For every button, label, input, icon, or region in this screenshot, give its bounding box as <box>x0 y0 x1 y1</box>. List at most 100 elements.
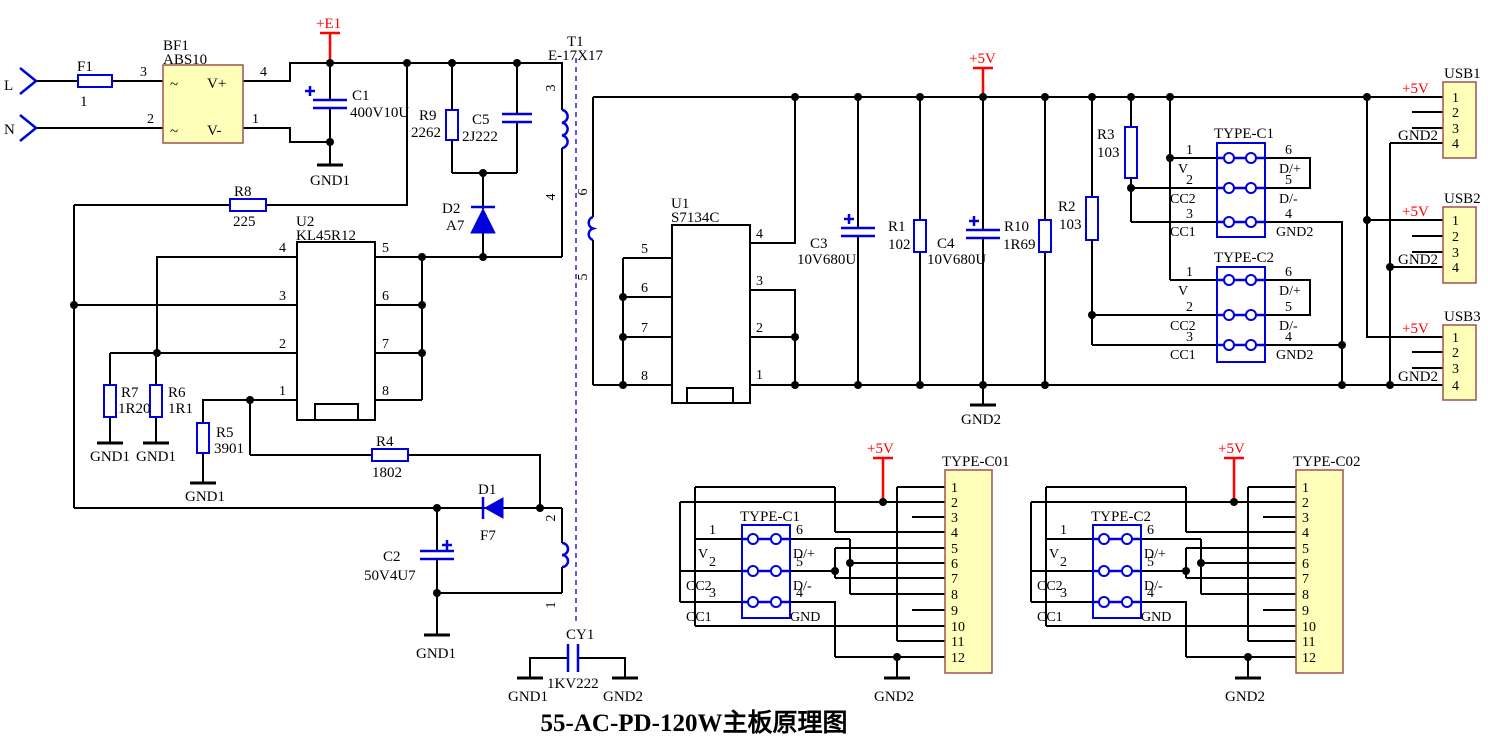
tc2-pin2: 2 <box>1186 300 1193 315</box>
u1-part: S7134C <box>671 210 719 226</box>
r2-body <box>1085 196 1099 241</box>
tcb1-p8: 8 <box>951 588 958 603</box>
tcb2-cc2: CC2 <box>1037 579 1063 594</box>
r4-body <box>371 448 409 462</box>
tcb2-conn-ref: TYPE-C02 <box>1293 454 1361 470</box>
typec01-block: TYPE-C1 TYPE-C01 +5V GND2 1 V 2 CC2 3 CC… <box>679 441 1010 705</box>
tcb2-p2: 2 <box>1302 496 1309 511</box>
tc2-v: V <box>1178 284 1188 299</box>
c2-plates <box>420 549 454 561</box>
r5-body <box>196 422 210 454</box>
r2-ref: R2 <box>1058 199 1076 215</box>
r10-body <box>1038 219 1052 253</box>
tc2-pin4: 4 <box>1285 330 1292 345</box>
tc2-cc2: CC2 <box>1170 319 1196 334</box>
u2-ref: U2 <box>296 214 314 230</box>
usb2-gnd2: GND2 <box>1398 252 1438 268</box>
c3-value: 10V680U <box>797 252 856 268</box>
tc2-pin3: 3 <box>1186 330 1193 345</box>
c5-value: 2J222 <box>462 129 498 145</box>
u1-pin2: 2 <box>756 321 763 336</box>
usb1-p2: 2 <box>1452 106 1459 121</box>
usb3-p2: 2 <box>1452 346 1459 361</box>
tcb2-p6: 6 <box>1302 557 1309 572</box>
wire <box>679 486 945 678</box>
r5-value: 3901 <box>214 441 244 457</box>
u1-pin4: 4 <box>756 227 763 242</box>
tcb2-v5: +5V <box>1218 441 1245 457</box>
gnd1-cy1: GND1 <box>508 689 548 705</box>
wire <box>375 148 563 401</box>
bf1-pin1: 1 <box>252 112 259 127</box>
f1-ref: F1 <box>77 59 93 75</box>
usb2-body <box>1442 206 1477 284</box>
u2-pin6: 6 <box>382 289 389 304</box>
tcb1-p10: 10 <box>951 620 965 635</box>
gnd1-r7: GND1 <box>90 449 130 465</box>
wire <box>1091 97 1217 346</box>
e1-stem <box>320 31 340 63</box>
wire <box>1265 157 1343 385</box>
tcb2-v: V <box>1049 547 1059 562</box>
r1-body <box>913 219 927 253</box>
cy1-ref: CY1 <box>566 627 594 643</box>
c2-value: 50V4U7 <box>364 568 416 584</box>
u1-pin3: 3 <box>756 274 763 289</box>
r9-ref: R9 <box>419 108 437 124</box>
tcb1-s6: 6 <box>796 523 803 538</box>
usb1-p4: 4 <box>1452 137 1459 152</box>
u2-pin2: 2 <box>279 337 286 352</box>
l-label: L <box>4 78 13 94</box>
tcb2-p1: 1 <box>1302 481 1309 496</box>
u1-pin7: 7 <box>641 321 648 336</box>
tcb2-p7: 7 <box>1302 572 1309 587</box>
tc2-ref: TYPE-C2 <box>1214 250 1274 266</box>
wire <box>750 97 796 385</box>
c3-ref: C3 <box>810 236 828 252</box>
c1-value: 400V10U <box>350 105 409 121</box>
n-terminal-icon <box>19 114 38 142</box>
gnd1-c1: GND1 <box>310 173 350 189</box>
r4-value: 1802 <box>372 465 402 481</box>
bf1-pin4: 4 <box>260 65 267 80</box>
c1-plates <box>313 98 347 110</box>
r7-ref: R7 <box>121 385 139 401</box>
usb3-body <box>1442 324 1477 401</box>
tc1-pin2: 2 <box>1186 173 1193 188</box>
wire <box>73 63 408 508</box>
r3-ref: R3 <box>1097 127 1115 143</box>
u1-body <box>671 224 751 404</box>
bf1-pin3: 3 <box>140 65 147 80</box>
usb2-v5: +5V <box>1402 204 1429 220</box>
tcb1-p3: 3 <box>951 511 958 526</box>
tc2-cc1: CC1 <box>1170 348 1196 363</box>
u2-pin5: 5 <box>382 241 389 256</box>
tcb1-p12: 12 <box>951 651 965 666</box>
c2-ref: C2 <box>383 549 401 565</box>
gnd1-c2: GND1 <box>416 646 456 662</box>
tcb1-dm: D/- <box>793 579 812 594</box>
tcb1-s4: 4 <box>796 586 803 601</box>
tcb2-p4: 4 <box>1302 526 1309 541</box>
tcb1-v5: +5V <box>867 441 894 457</box>
wire <box>1030 486 1296 678</box>
tcb1-s1: 1 <box>709 523 716 538</box>
d1-ref: D1 <box>478 482 496 498</box>
tcb1-p2: 2 <box>951 496 958 511</box>
u2-part: KL45R12 <box>296 228 356 244</box>
tc1-pin4: 4 <box>1285 207 1292 222</box>
u2-pin7: 7 <box>382 337 389 352</box>
tcb1-cc1: CC1 <box>686 610 712 625</box>
usb1-ref: USB1 <box>1444 66 1481 82</box>
t1-secondary-coil <box>587 215 598 242</box>
tc1-pin3: 3 <box>1186 207 1193 222</box>
r1-ref: R1 <box>888 219 906 235</box>
c4-plus-icon <box>969 216 979 226</box>
tc1-pin1: 1 <box>1186 143 1193 158</box>
u1-ref: U1 <box>671 196 689 212</box>
d1-value: F7 <box>480 528 496 544</box>
tcb2-dm: D/- <box>1144 579 1163 594</box>
usb-connectors <box>1442 81 1477 401</box>
r3-body <box>1124 126 1138 179</box>
